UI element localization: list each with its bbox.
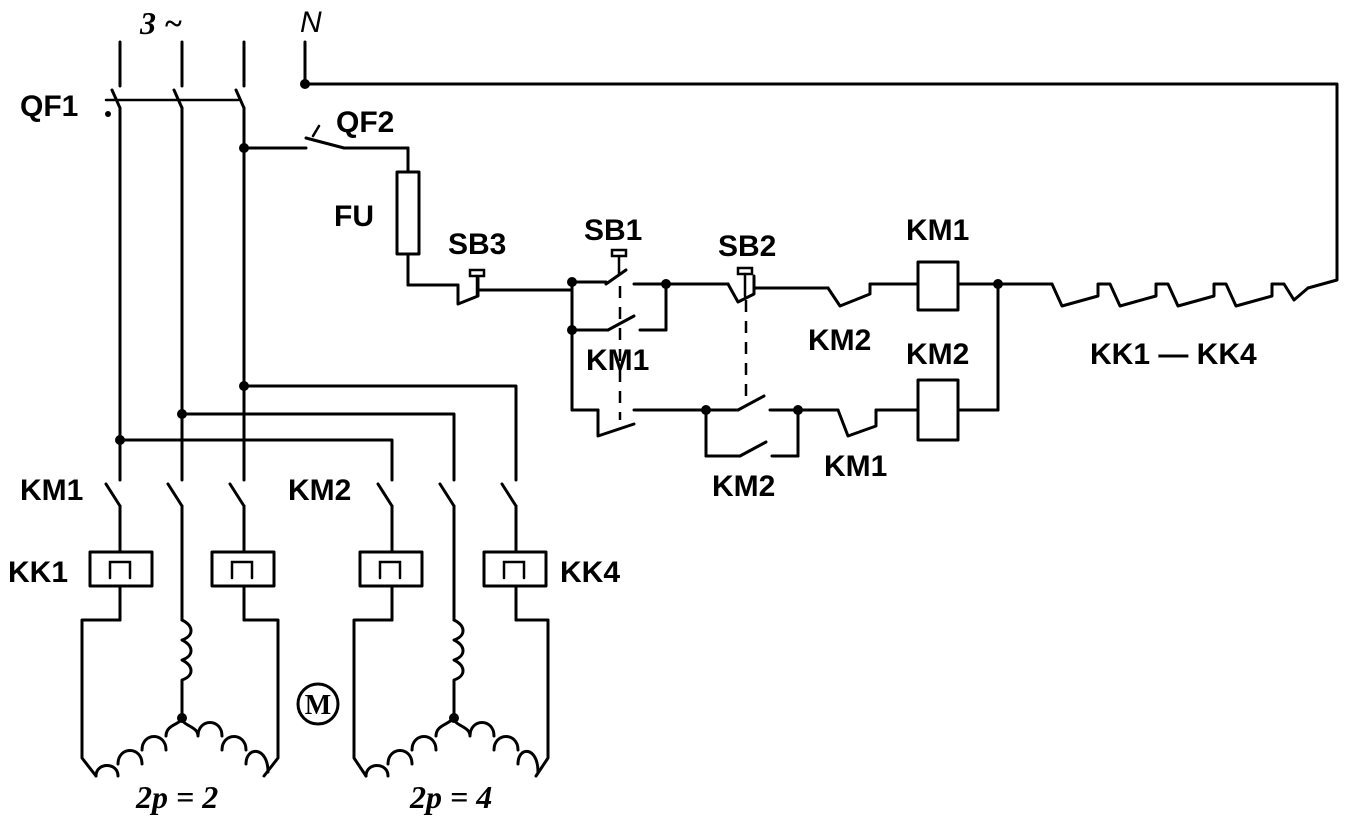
thermal-relays bbox=[88, 550, 548, 622]
forward-branch bbox=[567, 248, 1003, 335]
kk1-label: KK1 bbox=[8, 556, 68, 589]
km2-coil-label: KM2 bbox=[906, 338, 969, 371]
control-feed bbox=[239, 124, 460, 287]
overload-chain-label: KK1 — KK4 bbox=[1090, 338, 1257, 371]
kk4-label: KK4 bbox=[560, 556, 620, 589]
motor-symbol: M bbox=[296, 682, 340, 726]
qf1-label: QF1 bbox=[20, 90, 78, 123]
three-phase-label: 3 ~ bbox=[139, 5, 182, 41]
neutral-label: N bbox=[300, 6, 322, 39]
motor-label: M bbox=[305, 690, 331, 721]
km2-interlock-label: KM2 bbox=[808, 324, 871, 357]
sb2-label: SB2 bbox=[718, 230, 776, 263]
winding-2p4 bbox=[352, 618, 550, 778]
phase-terminals bbox=[118, 40, 307, 88]
km1-interlock-label: KM1 bbox=[824, 450, 887, 483]
mechanical-links bbox=[618, 286, 748, 420]
winding1-label: 2p = 2 bbox=[135, 779, 218, 815]
km1-power-label: KM1 bbox=[20, 474, 83, 507]
qf1-breaker bbox=[104, 88, 246, 117]
km1-coil-label: KM1 bbox=[906, 214, 969, 247]
km2-power-label: KM2 bbox=[288, 474, 351, 507]
winding-2p2 bbox=[80, 618, 280, 778]
km1-hold-label: KM1 bbox=[586, 344, 649, 377]
fu-label: FU bbox=[334, 200, 374, 233]
phase-busbars bbox=[118, 106, 246, 482]
winding2-label: 2p = 4 bbox=[409, 779, 492, 815]
km2-hold-label: KM2 bbox=[712, 470, 775, 503]
sb1-label: SB1 bbox=[584, 214, 642, 247]
reverse-branch bbox=[570, 282, 1000, 458]
sb3-stop-button bbox=[456, 268, 574, 306]
overload-chain bbox=[996, 282, 1310, 308]
power-contacts bbox=[104, 482, 518, 622]
neutral-line bbox=[300, 79, 1339, 290]
km2-power-taps bbox=[115, 381, 518, 482]
sb3-label: SB3 bbox=[448, 228, 506, 261]
qf2-label: QF2 bbox=[336, 106, 394, 139]
